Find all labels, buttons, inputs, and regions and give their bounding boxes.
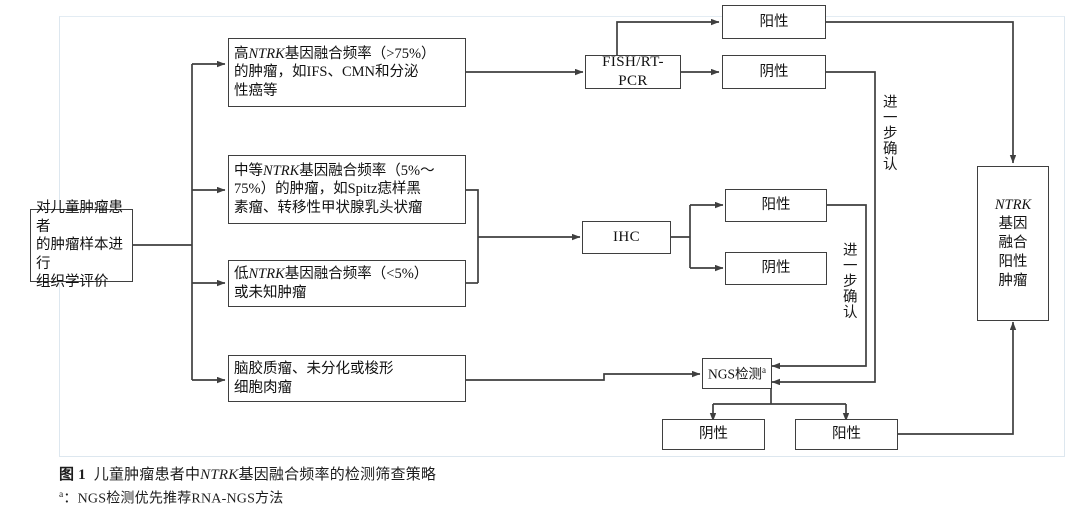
medium-frequency-label: 中等NTRK基因融合频率（5%～ 75%）的肿瘤，如Spitz痣样黑 素瘤、转移… bbox=[234, 162, 435, 216]
fish-rt-pcr-label: FISH/RT-PCR bbox=[602, 53, 664, 89]
high-frequency-node[interactable]: 高NTRK基因融合频率（>75%） 的肿瘤，如IFS、CMN和分泌 性癌等 bbox=[228, 38, 466, 107]
glioma-node[interactable]: 脑胶质瘤、未分化或梭形 细胞肉瘤 bbox=[228, 355, 466, 402]
edge-glioma-to-ngs bbox=[466, 370, 701, 381]
fish-negative-label: 阴性 bbox=[759, 63, 789, 80]
medium-frequency-node[interactable]: 中等NTRK基因融合频率（5%～ 75%）的肿瘤，如Spitz痣样黑 素瘤、转移… bbox=[228, 155, 466, 224]
footnote-marker: a bbox=[59, 489, 64, 500]
low-frequency-node[interactable]: 低NTRK基因融合频率（<5%） 或未知肿瘤 bbox=[228, 260, 466, 307]
ihc-label: IHC bbox=[612, 228, 641, 245]
ngs-positive-node[interactable]: 阳性 bbox=[795, 419, 898, 450]
low-frequency-label: 低NTRK基因融合频率（<5%） 或未知肿瘤 bbox=[234, 265, 429, 301]
edge-ihc-positive-to-ngs bbox=[771, 204, 867, 370]
fish-positive-node[interactable]: 阳性 bbox=[722, 5, 826, 39]
glioma-label: 脑胶质瘤、未分化或梭形 细胞肉瘤 bbox=[234, 360, 394, 396]
ngs-negative-label: 阴性 bbox=[699, 426, 728, 443]
confirm-label-lower: 进一步确认 bbox=[840, 242, 857, 320]
ntrk-fusion-positive-tumor-node[interactable]: NTRK 基因 融合 阳性 肿瘤 bbox=[977, 166, 1049, 321]
ngs-label: NGS检测a bbox=[708, 364, 767, 382]
start-node[interactable]: 对儿童肿瘤患者 的肿瘤样本进行 组织学评价 bbox=[30, 200, 133, 290]
ihc-positive-node[interactable]: 阳性 bbox=[725, 189, 827, 222]
caption-block: 图 1 儿童肿瘤患者中NTRK基因融合频率的检测筛查策略 a：NGS检测优先推荐… bbox=[59, 464, 1059, 511]
ihc-node[interactable]: IHC bbox=[582, 221, 671, 254]
fish-rt-pcr-node[interactable]: FISH/RT-PCR bbox=[585, 53, 681, 89]
ntrk-fusion-positive-tumor-label: NTRK 基因 融合 阳性 肿瘤 bbox=[994, 197, 1032, 289]
high-frequency-label: 高NTRK基因融合频率（>75%） 的肿瘤，如IFS、CMN和分泌 性癌等 bbox=[234, 45, 436, 99]
ihc-negative-node[interactable]: 阴性 bbox=[725, 252, 827, 285]
edge-fish-positive-to-final bbox=[826, 21, 1017, 164]
ngs-negative-node[interactable]: 阴性 bbox=[662, 419, 765, 450]
start-node-label: 对儿童肿瘤患者 的肿瘤样本进行 组织学评价 bbox=[36, 200, 123, 291]
confirm-label-upper: 进一步确认 bbox=[880, 94, 897, 172]
ihc-positive-label: 阳性 bbox=[761, 197, 791, 214]
edge-fish-negative-to-ngs bbox=[771, 71, 876, 386]
fish-negative-node[interactable]: 阴性 bbox=[722, 55, 826, 89]
edge-fish-to-positive bbox=[616, 18, 720, 58]
caption-label: 图 1 bbox=[59, 467, 86, 483]
edge-ngs-positive-to-final bbox=[898, 321, 1017, 435]
caption-footnote: a：NGS检测优先推荐RNA-NGS方法 bbox=[59, 489, 284, 507]
ngs-footnote-marker: a bbox=[762, 364, 767, 375]
ngs-node[interactable]: NGS检测a bbox=[702, 358, 772, 389]
caption-title: 图 1 儿童肿瘤患者中NTRK基因融合频率的检测筛查策略 bbox=[59, 467, 437, 483]
ihc-negative-label: 阴性 bbox=[761, 260, 791, 277]
ngs-positive-label: 阳性 bbox=[832, 426, 861, 443]
edge-mid-down-merge bbox=[466, 189, 479, 283]
fish-positive-label: 阳性 bbox=[759, 13, 789, 30]
